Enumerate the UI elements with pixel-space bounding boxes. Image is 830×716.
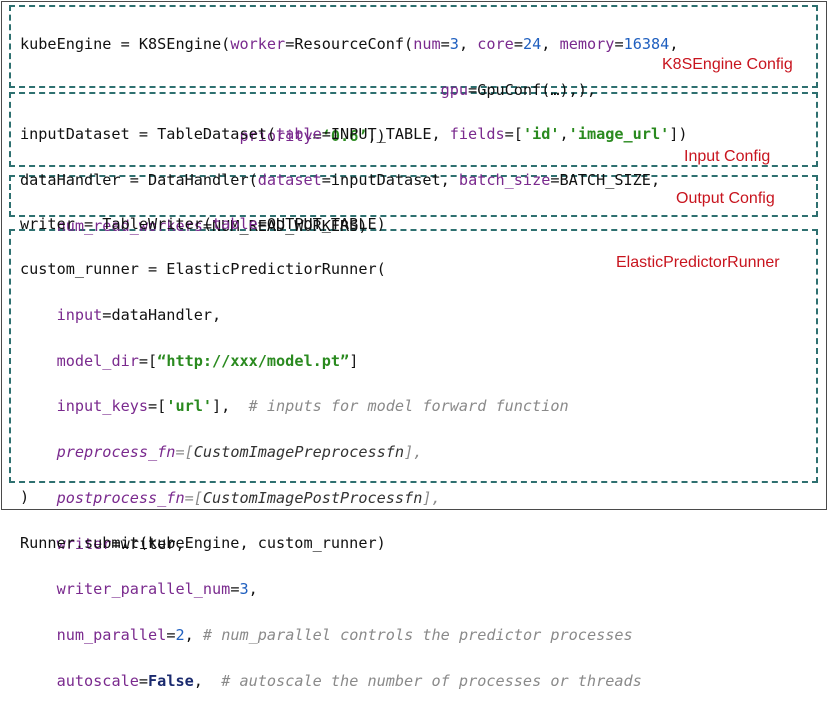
code-line: writer = TableWriter(table=OUTPUT_TABLE) [20,214,386,233]
code-figure [1,1,827,510]
runner-config-label: ElasticPredictorRunner [616,254,780,271]
output-config-label: Output Config [676,190,775,207]
output-code: writer = TableWriter(table=OUTPUT_TABLE) [20,190,386,259]
code-line: priority=‘0.6’,) [239,126,386,145]
code-line: custom_runner = ElasticPredictiorRunner( [20,259,386,278]
code-line: num_read_workers=NUM_READ_WORKERS) [56,216,368,235]
input-code: inputDataset = TableDataset(table=INPUT_… [20,100,688,260]
code-line: gpu=GpuConf(…),), [440,80,597,99]
code-line: preprocess_fn=[CustomImagePreprocessfn], [56,443,423,462]
k8s-code: kubeEngine = K8SEngine(worker=ResourceCo… [20,10,678,170]
code-line: kubeEngine = K8SEngine(worker=ResourceCo… [20,34,679,53]
runner-config-box [9,229,818,483]
input-config-label: Input Config [684,148,771,165]
code-line: autoscale=False, # autoscale the number … [56,672,642,691]
code-line: input=dataHandler, [56,305,222,324]
code-line: postprocess_fn=[CustomImagePostProcessfn… [56,488,441,507]
code-line: num_parallel=2, # num_parallel controls … [56,626,633,645]
code-line: input_keys=['url'], # inputs for model f… [56,397,569,416]
output-config-box [9,175,818,217]
code-line: ) [20,487,30,506]
runner-close-code: ) Runner.submit(kubeEngine, custom_runne… [20,463,386,578]
k8s-config-label: K8SEngine Config [662,56,793,73]
code-line: Runner.submit(kubeEngine, custom_runner) [20,533,386,552]
k8s-config-box [9,5,818,88]
code-line: dataHandler = DataHandler(dataset=inputD… [20,170,661,189]
code-line: inputDataset = TableDataset(table=INPUT_… [20,124,688,143]
code-line: model_dir=[“http://xxx/model.pt”] [56,351,359,370]
input-config-box [9,92,818,167]
code-line: writer_parallel_num=3, [56,580,258,599]
